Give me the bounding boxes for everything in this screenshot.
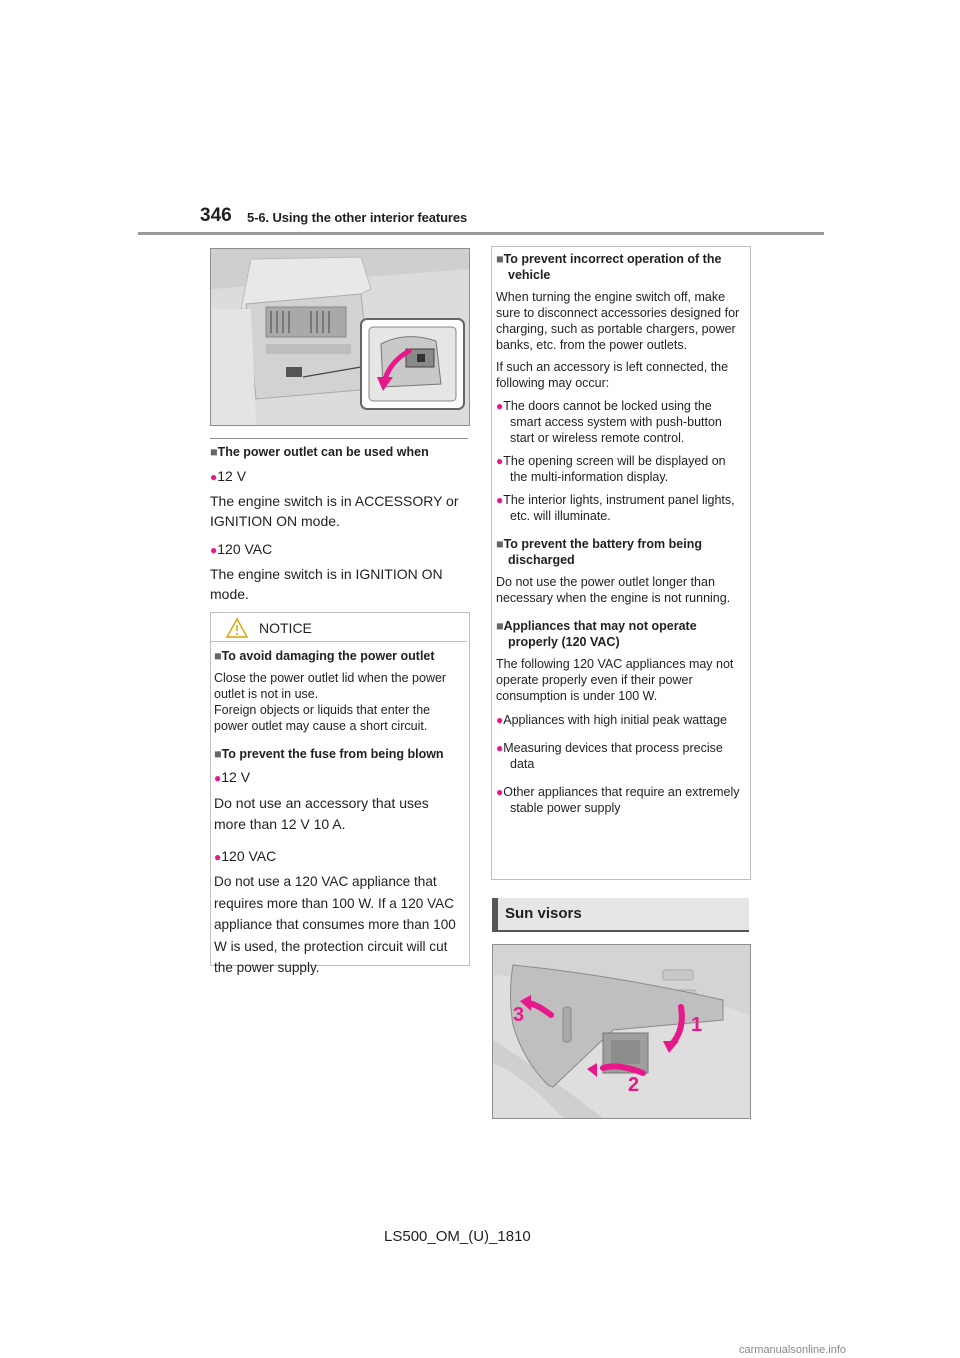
notice-header: NOTICE (211, 613, 467, 642)
heading-fuse: ■To prevent the fuse from being blown (214, 747, 444, 761)
divider (210, 438, 468, 439)
heading-avoid-damage: ■To avoid damaging the power outlet (214, 649, 435, 663)
heading-appliances: ■Appliances that may not operate properl… (496, 619, 697, 649)
paragraph: Do not use the power outlet longer than … (496, 575, 731, 605)
list-item: ●120 VAC (210, 541, 273, 557)
paragraph: The engine switch is in IGNITION ON mode… (210, 566, 443, 602)
heading-battery: ■To prevent the battery from being disch… (496, 537, 702, 567)
list-item: ●120 VAC (214, 848, 277, 864)
step-1-label: 1 (691, 1014, 702, 1036)
left-column: ■The power outlet can be used when ●12 V… (210, 444, 468, 604)
list-item: ●The interior lights, instrument panel l… (496, 493, 735, 523)
page-number: 346 (200, 205, 232, 226)
paragraph: Foreign objects or liquids that enter th… (214, 703, 431, 733)
sun-visors-title: Sun visors (505, 905, 582, 922)
step-3-label: 3 (513, 1004, 524, 1026)
paragraph: If such an accessory is left connected, … (496, 360, 729, 390)
paragraph: When turning the engine switch off, make… (496, 290, 740, 352)
right-notice-box (491, 246, 751, 880)
sun-visor-illustration: 1 2 3 (492, 944, 751, 1119)
notice-label: NOTICE (259, 620, 312, 636)
paragraph: The engine switch is in ACCESSORY or IGN… (210, 493, 459, 529)
paragraph: Close the power outlet lid when the powe… (214, 671, 447, 701)
sun-visors-title-bar: Sun visors (492, 898, 749, 932)
warning-icon (226, 618, 248, 638)
heading-power-outlet-use: ■The power outlet can be used when (210, 445, 429, 459)
right-column: ■To prevent incorrect operation of the v… (496, 251, 745, 816)
list-item: ●Appliances with high initial peak watta… (496, 713, 727, 727)
watermark: carmanualsonline.info (739, 1344, 847, 1356)
list-item: ●Other appliances that require an extrem… (496, 785, 740, 815)
notice-content: ■To avoid damaging the power outlet Clos… (214, 648, 464, 979)
list-item: ●The doors cannot be locked using the sm… (496, 399, 722, 445)
header-rule (138, 232, 824, 235)
step-2-label: 2 (628, 1074, 639, 1096)
list-item: ●The opening screen will be displayed on… (496, 454, 726, 484)
list-item: ●12 V (214, 769, 251, 785)
heading-incorrect-operation: ■To prevent incorrect operation of the v… (496, 252, 722, 282)
power-outlet-illustration (210, 248, 470, 426)
title-accent (492, 898, 498, 930)
section-title: 5-6. Using the other interior features (247, 210, 468, 225)
model-code-footer: LS500_OM_(U)_1810 (384, 1228, 531, 1245)
paragraph: The following 120 VAC appliances may not… (496, 657, 734, 703)
list-item: ●12 V (210, 468, 247, 484)
paragraph: Do not use an accessory that uses more t… (214, 795, 429, 832)
list-item: ●Measuring devices that process precise … (496, 741, 723, 771)
paragraph: Do not use a 120 VAC appliance that requ… (214, 874, 456, 975)
notice-box (210, 612, 470, 966)
